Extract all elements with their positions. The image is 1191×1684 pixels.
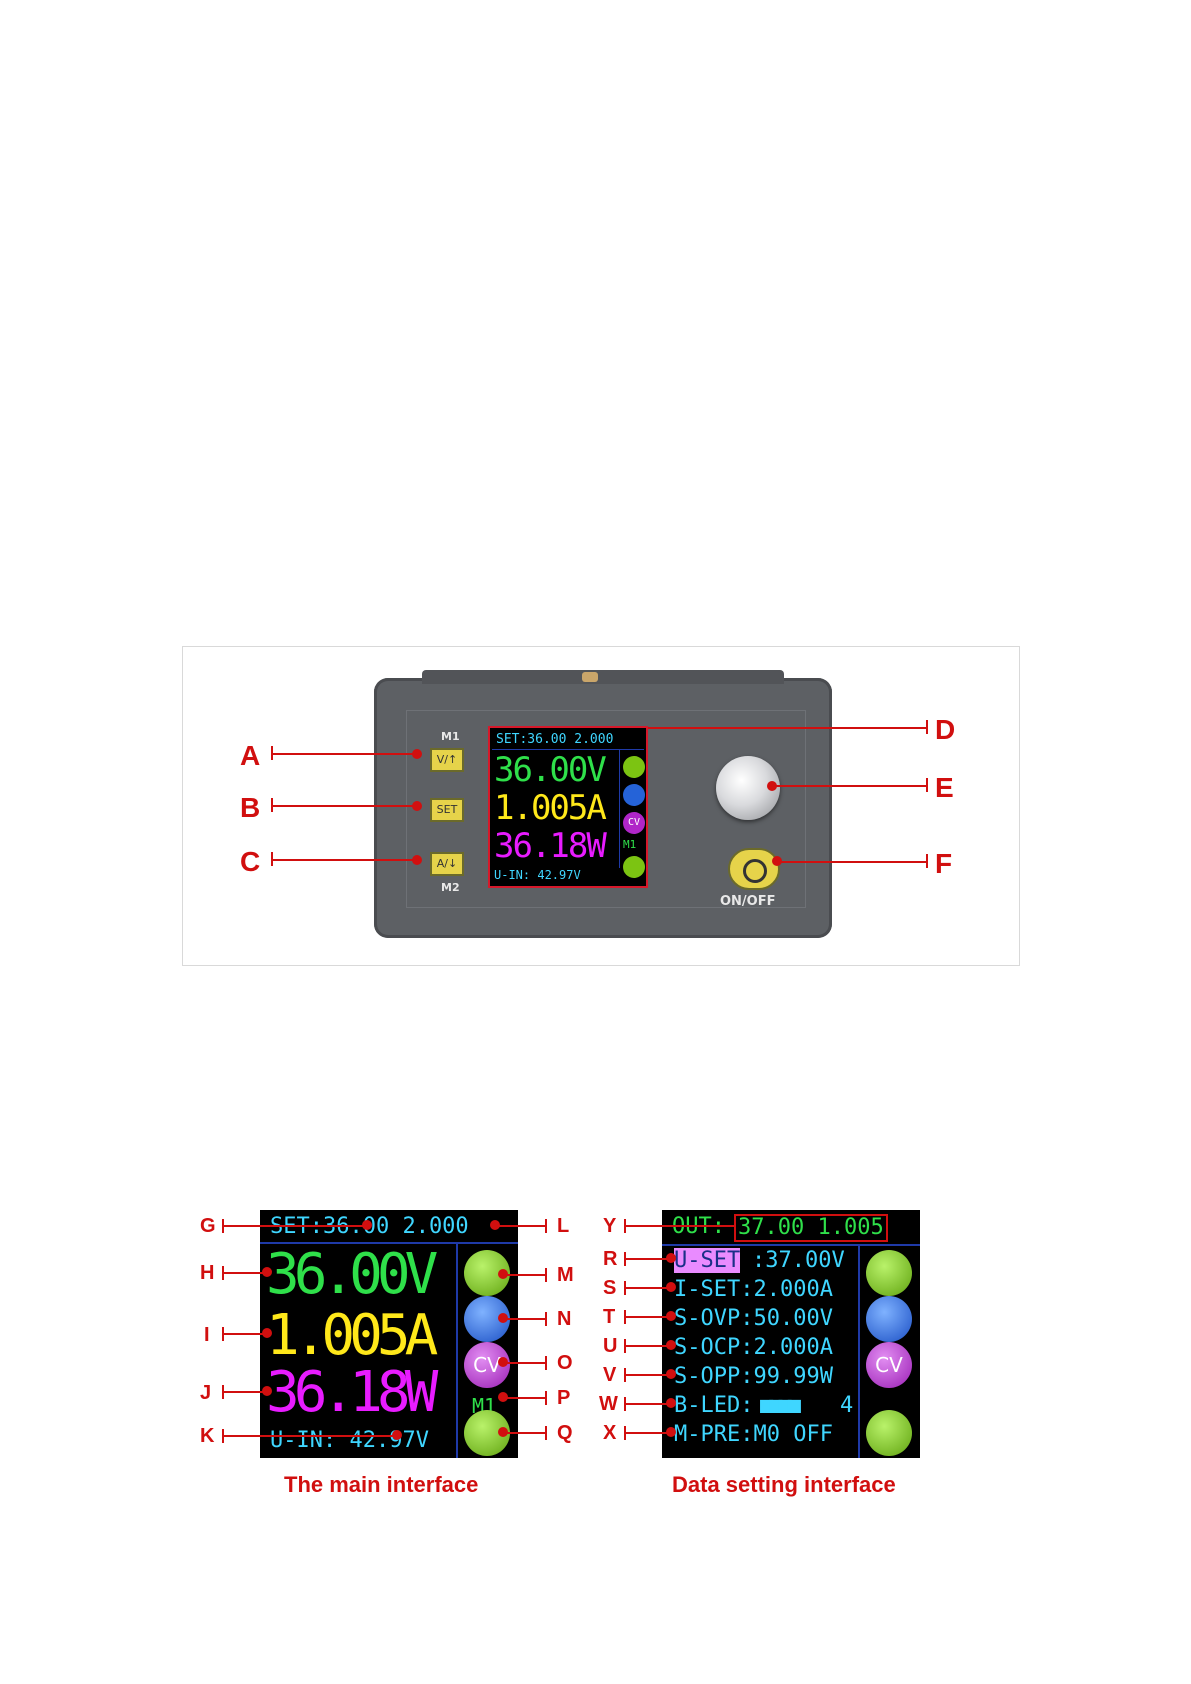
main-uin: U-IN: 42.97V [270,1428,429,1453]
m2-label: M2 [441,881,460,894]
screen-current: 1.005A [494,788,607,828]
check-icon [866,1296,912,1342]
label-j: J [200,1382,212,1404]
lock-icon [623,756,645,778]
uset-highlight[interactable]: U-SET [674,1248,741,1273]
label-t: T [603,1306,616,1328]
main-power: 36.18W [266,1360,438,1425]
screen-memory: M1 [623,838,637,851]
mounting-stud [582,672,598,682]
label-a: A [240,740,261,771]
label-h: H [200,1262,215,1284]
power-icon [866,1410,912,1456]
sovp-row: S-OVP:50.00V [674,1306,833,1331]
sopp-row: S-OPP:99.99W [674,1364,833,1389]
screen-set-line: SET:36.00 2.000 [496,732,614,747]
main-voltage: 36.00V [266,1242,438,1307]
m1-label: M1 [441,730,460,743]
screen-uin: U-IN: 42.97V [494,868,581,882]
mpre-row: M-PRE:M0 OFF [674,1422,833,1447]
label-m: M [557,1264,574,1286]
screen-voltage: 36.00V [494,750,607,790]
check-icon [623,784,645,806]
v-up-button[interactable]: V/↑ [430,748,464,772]
label-v: V [603,1364,617,1386]
label-c: C [240,846,261,877]
power-icon [743,859,767,883]
label-d: D [935,714,956,745]
on-off-label: ON/OFF [720,894,776,909]
bled-blocks: ■■■■ [760,1393,801,1418]
label-g: G [200,1215,216,1237]
label-y: Y [603,1215,617,1237]
set-button[interactable]: SET [430,798,464,822]
power-icon [623,856,645,878]
label-w: W [599,1393,618,1415]
top-rail [422,670,784,684]
label-b: B [240,792,261,823]
uset-value: :37.00V [752,1248,845,1273]
bled-value: 4 [840,1393,854,1418]
label-r: R [603,1248,618,1270]
label-f: F [935,848,953,879]
label-s: S [603,1277,617,1299]
cv-icon: CV [464,1342,510,1388]
label-e: E [935,772,954,803]
main-interface-caption: The main interface [284,1472,479,1497]
main-current: 1.005A [266,1303,438,1368]
screen-power: 36.18W [494,826,607,866]
front-face [406,710,806,908]
label-k: K [200,1425,215,1447]
label-x: X [603,1422,617,1444]
label-i: I [204,1324,210,1346]
label-o: O [557,1352,573,1374]
out-value: 37.00 1.005 [734,1214,888,1242]
data-setting-caption: Data setting interface [672,1472,896,1497]
main-interface-panel: SET:36.00 2.000 36.00V 1.005A 36.18W U-I… [260,1210,518,1458]
label-l: L [557,1215,570,1237]
bled-label: B-LED: [674,1393,754,1418]
cv-icon: CV [623,812,645,834]
cv-icon: CV [866,1342,912,1388]
lock-icon [866,1250,912,1296]
label-p: P [557,1387,571,1409]
label-u: U [603,1335,618,1357]
data-setting-panel: OUT: 37.00 1.005 U-SET :37.00V I-SET:2.0… [662,1210,920,1458]
device-photo-frame [182,646,1020,966]
socp-row: S-OCP:2.000A [674,1335,833,1360]
on-off-button[interactable] [728,848,780,890]
label-n: N [557,1308,572,1330]
iset-row: I-SET:2.000A [674,1277,833,1302]
label-q: Q [557,1422,573,1444]
a-down-button[interactable]: A/↓ [430,852,464,876]
device-screen: SET:36.00 2.000 36.00V 1.005A 36.18W U-I… [488,726,648,888]
